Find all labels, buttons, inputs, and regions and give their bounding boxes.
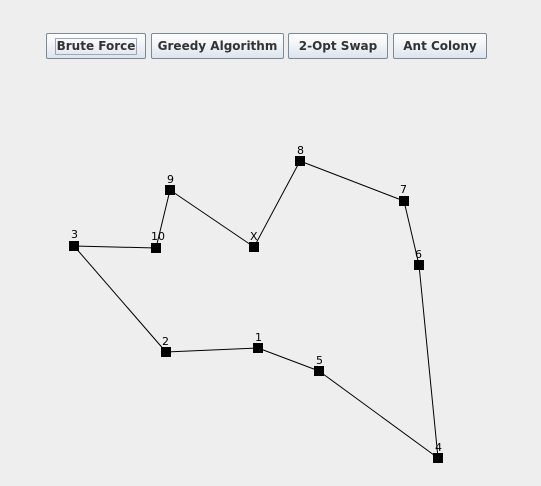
greedy-algorithm-button[interactable]: Greedy Algorithm bbox=[151, 33, 284, 59]
two-opt-swap-button[interactable]: 2-Opt Swap bbox=[288, 33, 388, 59]
ant-colony-button-label: Ant Colony bbox=[403, 38, 477, 53]
node-label-2: 2 bbox=[162, 335, 169, 348]
tour-edge-4-6 bbox=[418, 264, 439, 459]
tour-edges bbox=[73, 160, 439, 459]
node-9: 9 bbox=[165, 173, 175, 195]
node-X: X bbox=[249, 230, 259, 252]
node-label-6: 6 bbox=[415, 248, 422, 261]
tour-edge-1-5 bbox=[257, 347, 320, 372]
tour-edge-X-9 bbox=[169, 189, 255, 248]
brute-force-button-label: Brute Force bbox=[54, 37, 138, 55]
tour-edge-5-4 bbox=[318, 370, 439, 459]
node-label-4: 4 bbox=[435, 441, 442, 454]
node-marker-3 bbox=[69, 241, 79, 251]
node-4: 4 bbox=[433, 441, 443, 463]
node-label-9: 9 bbox=[167, 173, 174, 186]
node-marker-2 bbox=[161, 347, 171, 357]
tour-edge-6-7 bbox=[403, 200, 420, 266]
tour-nodes: X 1 2 3 4 5 6 7 8 9 10 bbox=[69, 144, 443, 463]
node-5: 5 bbox=[314, 354, 324, 376]
node-1: 1 bbox=[253, 331, 263, 353]
node-label-1: 1 bbox=[255, 331, 262, 344]
node-marker-10 bbox=[151, 243, 161, 253]
node-label-5: 5 bbox=[316, 354, 323, 367]
node-marker-8 bbox=[295, 156, 305, 166]
node-6: 6 bbox=[414, 248, 424, 270]
node-marker-7 bbox=[399, 196, 409, 206]
node-10: 10 bbox=[151, 230, 165, 253]
node-marker-9 bbox=[165, 185, 175, 195]
ant-colony-button[interactable]: Ant Colony bbox=[393, 33, 487, 59]
tour-edge-2-1 bbox=[165, 347, 259, 353]
node-marker-5 bbox=[314, 366, 324, 376]
node-label-8: 8 bbox=[297, 144, 304, 157]
node-marker-6 bbox=[414, 260, 424, 270]
node-label-X: X bbox=[250, 230, 258, 243]
node-marker-1 bbox=[253, 343, 263, 353]
brute-force-button[interactable]: Brute Force bbox=[46, 33, 146, 59]
tour-edge-8-X bbox=[253, 160, 301, 248]
tour-edge-3-2 bbox=[73, 245, 167, 353]
node-7: 7 bbox=[399, 183, 409, 206]
node-2: 2 bbox=[161, 335, 171, 357]
tour-edge-7-8 bbox=[299, 160, 405, 202]
node-label-10: 10 bbox=[151, 230, 165, 243]
node-marker-4 bbox=[433, 453, 443, 463]
node-3: 3 bbox=[69, 228, 79, 251]
greedy-algorithm-button-label: Greedy Algorithm bbox=[157, 38, 278, 53]
two-opt-swap-button-label: 2-Opt Swap bbox=[298, 38, 378, 53]
node-label-7: 7 bbox=[400, 183, 407, 196]
node-marker-X bbox=[249, 242, 259, 252]
algorithm-toolbar: Brute Force Greedy Algorithm 2-Opt Swap … bbox=[0, 0, 541, 70]
tour-edge-9-10 bbox=[155, 189, 171, 249]
tour-edge-10-3 bbox=[73, 245, 157, 249]
node-8: 8 bbox=[295, 144, 305, 166]
node-label-3: 3 bbox=[71, 228, 78, 241]
